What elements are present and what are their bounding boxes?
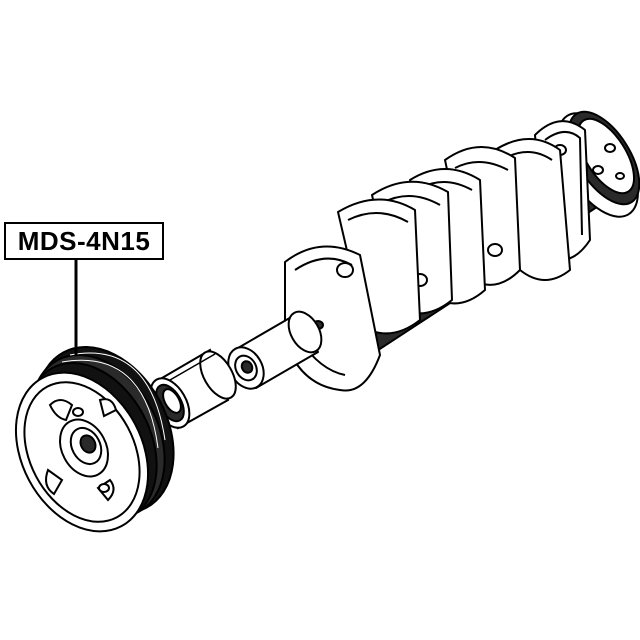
bushing <box>149 348 237 430</box>
crankshaft-nose <box>227 310 323 390</box>
part-number-label: MDS-4N15 <box>17 226 151 256</box>
crankshaft-pulley <box>14 346 175 533</box>
crankshaft <box>227 110 640 392</box>
part-number-callout: MDS-4N15 <box>4 222 164 260</box>
